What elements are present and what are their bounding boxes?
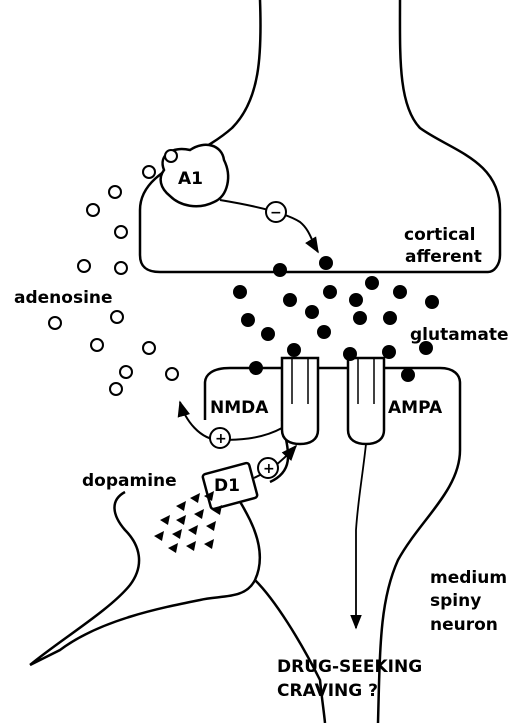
adenosine-molecule: [87, 204, 99, 216]
glutamate-molecule: [323, 285, 337, 299]
dopamine-molecule: [188, 525, 198, 535]
cortical-label: cortical: [404, 225, 475, 245]
dopamine-molecule: [194, 509, 204, 519]
minus-symbol: −: [270, 205, 282, 221]
a1-label: A1: [178, 169, 203, 189]
spiny-label: spiny: [430, 591, 481, 611]
dopamine-molecule: [172, 529, 182, 539]
glutamate-molecule: [349, 293, 363, 307]
glutamate-molecule: [233, 285, 247, 299]
ampa-label: AMPA: [388, 398, 443, 418]
nmda-receptor: [282, 358, 318, 444]
adenosine-molecule: [120, 366, 132, 378]
adenosine-molecule: [49, 317, 61, 329]
dopamine-molecule: [154, 531, 164, 541]
adenosine-molecule: [165, 150, 177, 162]
neuron-label: neuron: [430, 615, 498, 635]
glutamate-label: glutamate: [410, 325, 509, 345]
adenosine-molecule: [111, 311, 123, 323]
glutamate-molecule: [261, 327, 275, 341]
adenosine-molecule: [166, 368, 178, 380]
glutamate-molecules: [233, 256, 439, 382]
dopamine-molecules: [154, 491, 222, 553]
glutamate-molecule: [317, 325, 331, 339]
adenosine-molecule: [115, 262, 127, 274]
outcome-line2-label: CRAVING ?: [277, 681, 378, 701]
dopamine-molecule: [204, 539, 214, 549]
glutamate-molecule: [273, 263, 287, 277]
dopamine-molecule: [160, 515, 170, 525]
dopamine-molecule: [186, 541, 196, 551]
dopamine-label: dopamine: [82, 471, 177, 491]
dopamine-molecule: [176, 515, 186, 525]
dopamine-molecule: [190, 493, 200, 503]
glutamate-molecule: [401, 368, 415, 382]
adenosine-molecule: [115, 226, 127, 238]
glutamate-molecule: [287, 343, 301, 357]
adenosine-molecule: [78, 260, 90, 272]
nmda-label: NMDA: [210, 398, 269, 418]
nmda-plus-symbol: +: [215, 431, 227, 447]
adenosine-molecule: [109, 186, 121, 198]
adenosine-molecule: [143, 342, 155, 354]
glutamate-molecule: [393, 285, 407, 299]
glutamate-molecule: [365, 276, 379, 290]
afferent-label: afferent: [405, 247, 482, 267]
glutamate-molecule: [353, 311, 367, 325]
d1-plus-symbol: +: [263, 461, 275, 477]
dopamine-molecule: [176, 501, 186, 511]
outcome-line1-label: DRUG-SEEKING: [277, 657, 422, 677]
dopamine-molecule: [206, 521, 216, 531]
ampa-receptor: [348, 358, 384, 444]
glutamate-molecule: [249, 361, 263, 375]
glutamate-molecule: [305, 305, 319, 319]
adenosine-molecule: [91, 339, 103, 351]
dopamine-molecule: [168, 543, 178, 553]
glutamate-molecule: [425, 295, 439, 309]
glutamate-molecule: [319, 256, 333, 270]
adenosine-molecule: [110, 383, 122, 395]
glutamate-molecule: [382, 345, 396, 359]
glutamate-molecule: [283, 293, 297, 307]
ampa-output-arrow: [356, 444, 366, 628]
glutamate-molecule: [343, 347, 357, 361]
medium-label: medium: [430, 568, 507, 588]
d1-label: D1: [214, 476, 240, 496]
glutamate-molecule: [241, 313, 255, 327]
adenosine-molecule: [143, 166, 155, 178]
adenosine-label: adenosine: [14, 288, 113, 308]
glutamate-molecule: [383, 311, 397, 325]
postsynaptic-dendrite-lower: [255, 580, 325, 723]
